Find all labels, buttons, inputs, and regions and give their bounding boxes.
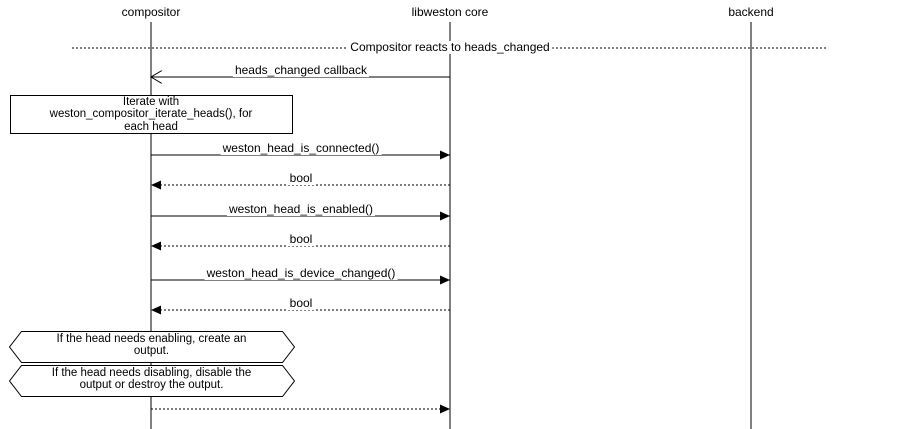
participant-label-compositor: compositor (121, 5, 181, 19)
condition-line: output or destroy the output. (79, 379, 224, 392)
note-line: Iterate with (122, 96, 180, 108)
participant-label-libweston-core: libweston core (411, 5, 489, 19)
message-label-msg-head-is-enabled: weston_head_is_enabled() (226, 202, 376, 216)
message-label-msg-bool-1: bool (287, 171, 315, 185)
conditions-layer (8, 331, 296, 397)
condition-line: If the head needs disabling, disable the (51, 367, 252, 379)
message-label-msg-heads-changed-callback: heads_changed callback (232, 63, 370, 77)
condition-text-cond-disable-output: If the head needs disabling, disable the… (9, 367, 294, 392)
condition-hexagon-cond-enable-output (8, 331, 296, 363)
message-label-msg-head-is-device-changed: weston_head_is_device_changed() (204, 266, 398, 280)
note-box-note-iterate-heads (10, 95, 293, 134)
separator-label-sep-heads-changed: Compositor reacts to heads_changed (347, 41, 553, 54)
message-label-msg-bool-3: bool (287, 296, 315, 310)
note-line: weston_compositor_iterate_heads(), for (49, 108, 253, 121)
participant-label-backend: backend (728, 5, 774, 19)
notes-layer (10, 95, 293, 134)
message-label-msg-head-is-connected: weston_head_is_connected() (220, 141, 382, 155)
message-label-msg-bool-2: bool (287, 232, 315, 246)
condition-line: If the head needs enabling, create an (56, 333, 247, 345)
condition-hexagon-cond-disable-output (8, 365, 296, 397)
note-line: each head (124, 120, 178, 133)
condition-line: output. (133, 345, 170, 358)
messages-layer (151, 77, 450, 414)
